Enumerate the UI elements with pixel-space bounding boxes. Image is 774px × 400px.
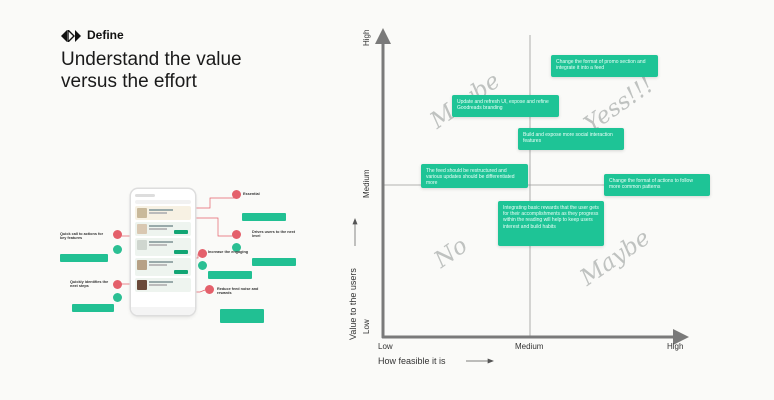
page-headline: Understand the value versus the effort xyxy=(61,49,242,92)
annotation-marker xyxy=(198,249,207,258)
annotation-title: Quickly identifies the next steps xyxy=(70,280,109,289)
annotation-note-box xyxy=(242,213,286,221)
x-axis-label: How feasible it is xyxy=(378,356,446,366)
annotation-marker xyxy=(113,280,122,289)
annotation-marker xyxy=(113,230,122,239)
idea-card: Change the format of promo section and i… xyxy=(551,55,658,77)
y-tick-medium: Medium xyxy=(362,169,371,198)
annotation-note-box xyxy=(60,254,108,262)
annotation-note-box xyxy=(72,304,114,312)
idea-card: The feed should be restructured and vari… xyxy=(421,164,528,188)
section-title: Define xyxy=(87,28,124,42)
annotation-note-box xyxy=(252,258,296,266)
wireframe-illustration: Essential Drives users to the next level… xyxy=(0,0,340,400)
annotation-title: Increase the engaging xyxy=(208,250,249,254)
annotation-marker xyxy=(232,190,241,199)
idea-card: Change the format of actions to follow m… xyxy=(604,174,710,196)
annotation-title: Reduce feed noise and rewards xyxy=(217,287,259,296)
idea-card: Update and refresh UI, expose and refine… xyxy=(452,95,559,117)
annotation-check-icon xyxy=(198,261,207,270)
annotation-title: Essential xyxy=(243,192,260,196)
annotation-note-box xyxy=(208,271,252,279)
idea-card: Integrating basic rewards that the user … xyxy=(498,201,604,246)
annotation-marker xyxy=(205,285,214,294)
matrix-axes xyxy=(352,28,689,364)
y-tick-low: Low xyxy=(362,319,371,334)
annotation-marker xyxy=(232,230,241,239)
annotation-title: Quick call to actions for key features xyxy=(60,232,104,241)
section-logo: Define xyxy=(61,28,124,44)
x-tick-low: Low xyxy=(378,342,393,351)
annotation-check-icon xyxy=(232,243,241,252)
annotation-check-icon xyxy=(113,245,122,254)
x-tick-high: High xyxy=(667,342,684,351)
phone-mockup xyxy=(131,189,195,315)
define-logo-icon xyxy=(61,28,81,44)
y-axis-label: Value to the users xyxy=(348,268,358,340)
x-tick-medium: Medium xyxy=(515,342,544,351)
annotation-note-box xyxy=(220,309,264,323)
annotation-check-icon xyxy=(113,293,122,302)
idea-card: Build and expose more social interaction… xyxy=(518,128,624,150)
annotation-title: Drives users to the next level xyxy=(252,230,296,239)
value-feasibility-matrix: High Medium Low Low Medium High Value to… xyxy=(340,0,774,400)
y-tick-high: High xyxy=(362,29,371,46)
